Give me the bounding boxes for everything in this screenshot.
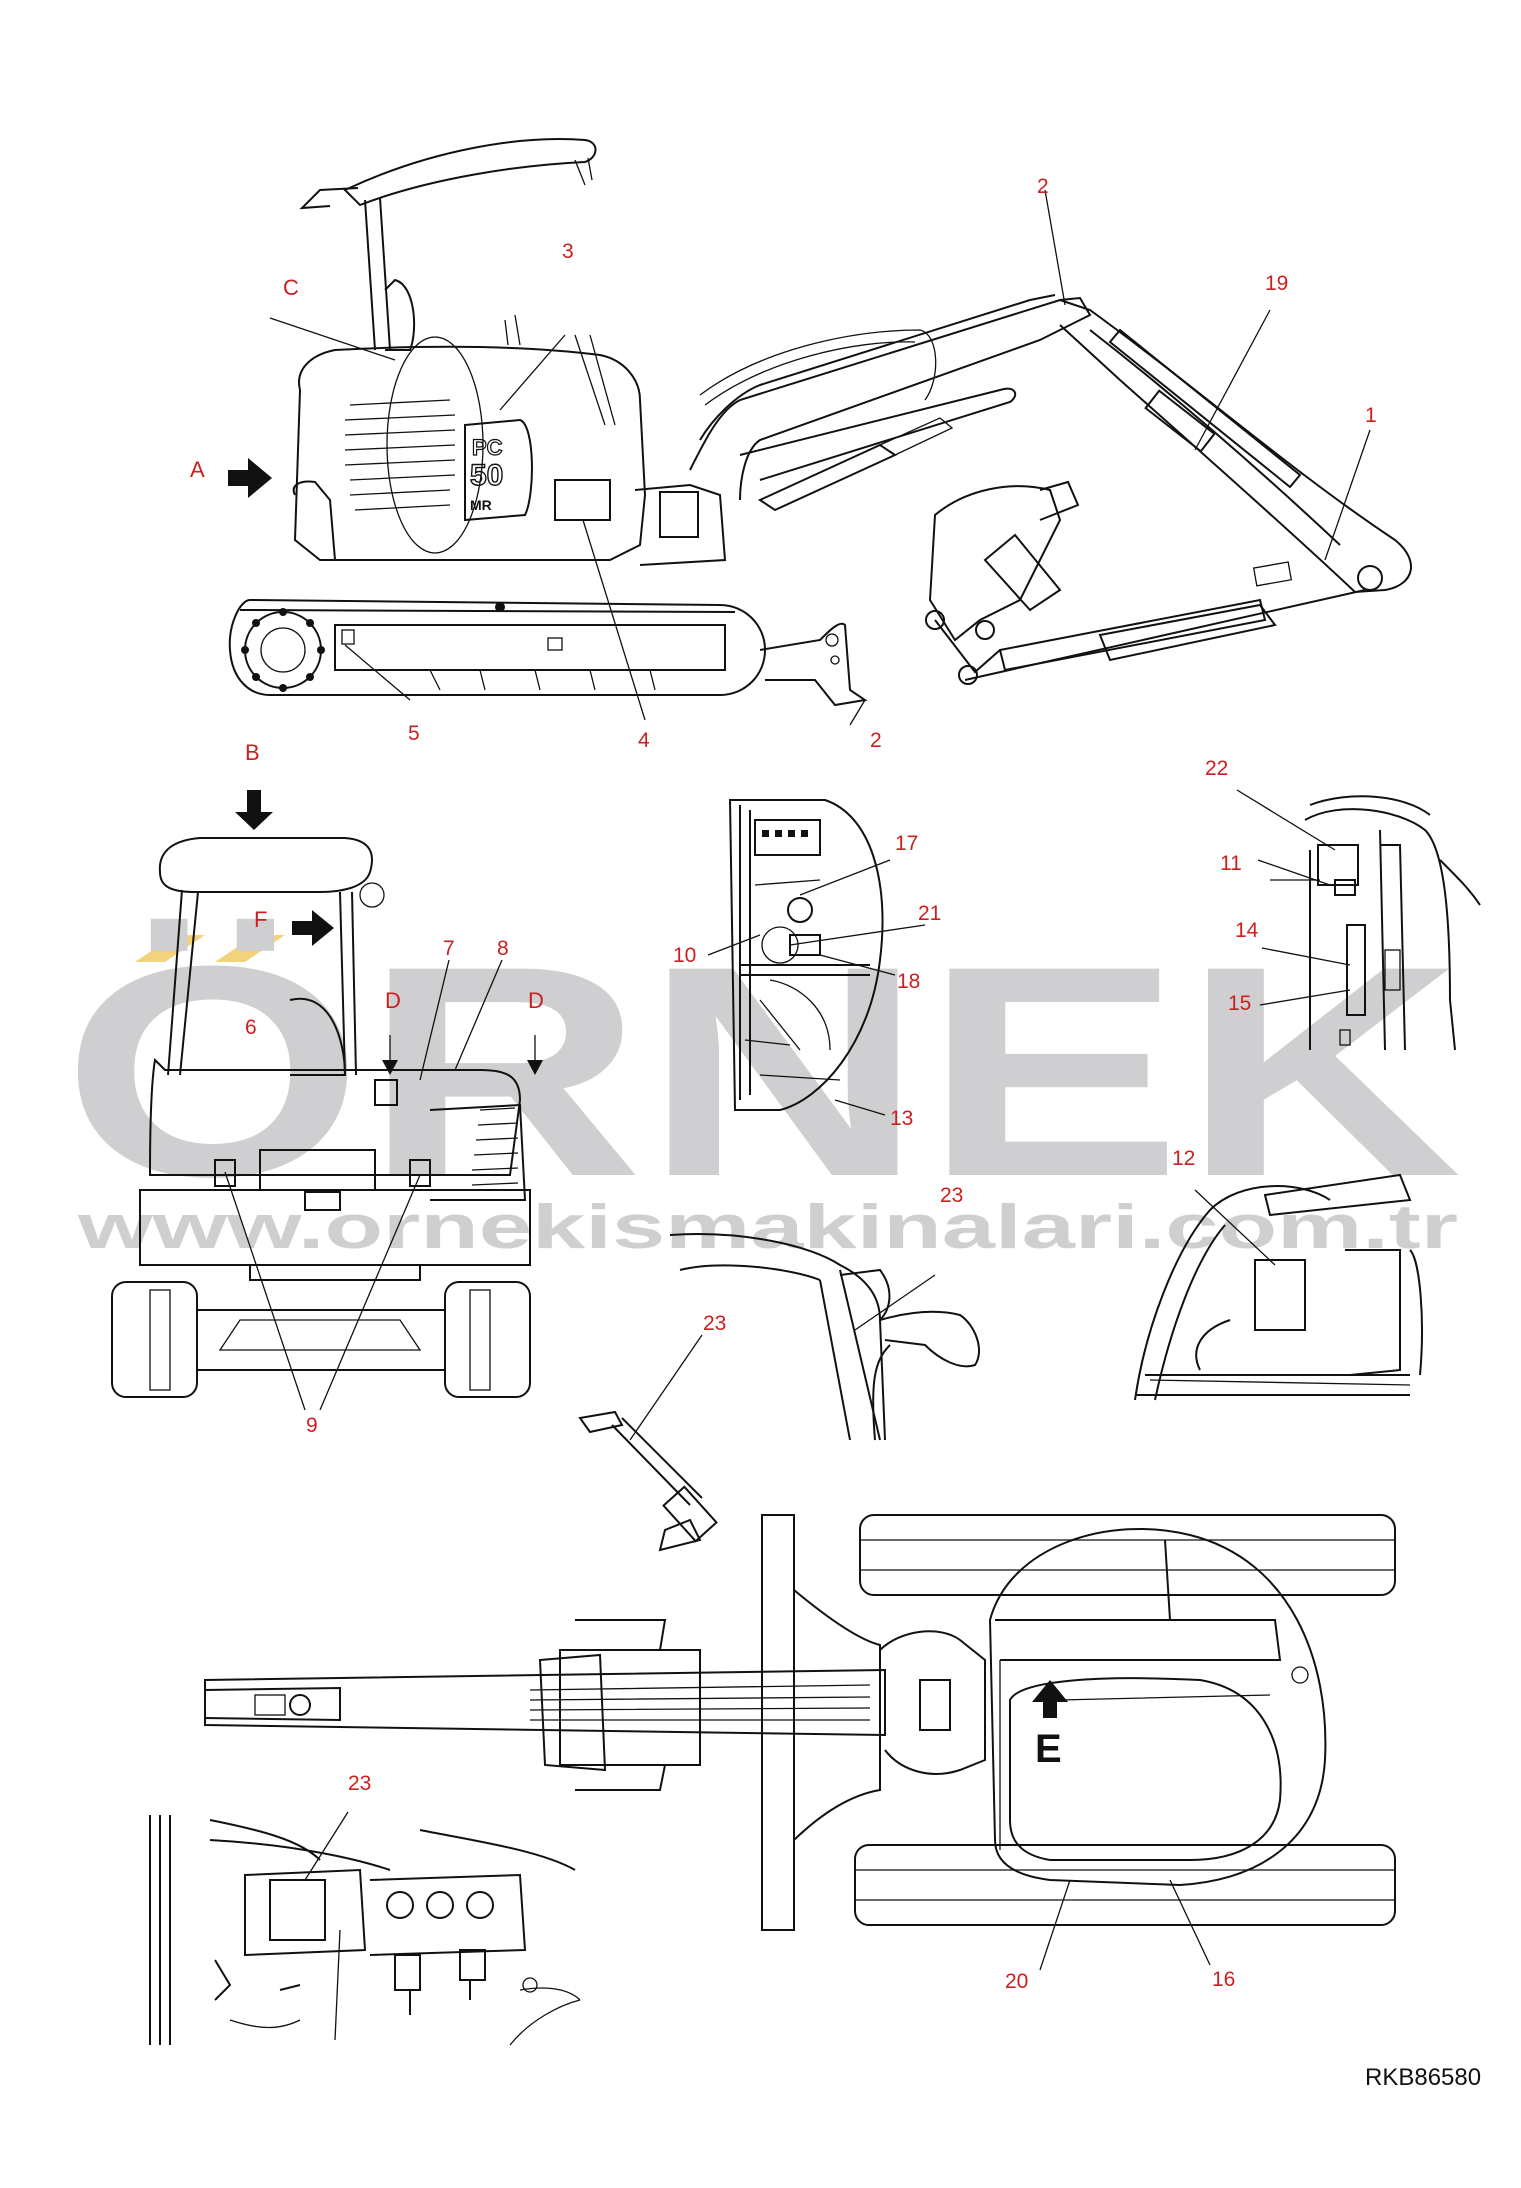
- view-label-b: B: [245, 740, 260, 765]
- view-labels: A B C D D F E: [190, 275, 1062, 1771]
- callouts: 1 2 2 3 4 5 6 7 8 9 10 11 12 13 14 15 16…: [245, 175, 1377, 1993]
- view-label-e: E: [1035, 1727, 1062, 1771]
- callout-9: 9: [306, 1414, 318, 1437]
- rear-view-excavator: [111, 790, 543, 1411]
- cab-side-detail: [1236, 789, 1481, 1051]
- callout-23: 23: [703, 1312, 726, 1335]
- view-label-c: C: [283, 275, 299, 300]
- callout-10: 10: [673, 944, 696, 967]
- callout-17: 17: [895, 832, 918, 855]
- watermark-accent: [215, 935, 285, 962]
- callout-23: 23: [940, 1184, 963, 1207]
- callout-1: 1: [1365, 404, 1377, 427]
- watermark-accent: [135, 935, 205, 962]
- callout-4: 4: [638, 729, 650, 752]
- callout-12: 12: [1172, 1147, 1195, 1170]
- callout-14: 14: [1235, 919, 1259, 942]
- callout-2: 2: [1037, 175, 1049, 198]
- callout-19: 19: [1265, 272, 1288, 295]
- view-label-d: D: [385, 988, 401, 1013]
- figure-code: RKB86580: [1365, 2064, 1481, 2091]
- callout-8: 8: [497, 937, 509, 960]
- callout-3: 3: [562, 240, 574, 263]
- model-badge-line2: 50: [470, 459, 503, 492]
- callout-20: 20: [1005, 1970, 1028, 1993]
- canopy-post-detail: [669, 1233, 980, 1441]
- side-view-excavator: PC 50 MR: [228, 138, 1412, 726]
- callout-13: 13: [890, 1107, 913, 1130]
- view-label-f: F: [254, 907, 267, 932]
- callout-15: 15: [1228, 992, 1251, 1015]
- model-badge-line1: PC: [472, 435, 503, 460]
- callout-6: 6: [245, 1016, 257, 1039]
- top-view-excavator: [204, 1514, 1396, 1971]
- model-badge-line3: MR: [470, 497, 492, 513]
- watermark: ÖRNEK www.ornekismakinalari.com.tr: [62, 903, 1462, 1262]
- callout-2: 2: [870, 729, 882, 752]
- view-label-a: A: [190, 457, 205, 482]
- battery-compartment-detail: [707, 799, 926, 1116]
- callout-23: 23: [348, 1772, 371, 1795]
- control-valve-detail: [149, 1811, 581, 2046]
- callout-18: 18: [897, 970, 920, 993]
- watermark-url: www.ornekismakinalari.com.tr: [76, 1193, 1458, 1262]
- callout-11: 11: [1220, 852, 1242, 875]
- gas-strut-detail: [578, 1334, 718, 1552]
- callout-7: 7: [443, 937, 455, 960]
- callout-21: 21: [918, 902, 941, 925]
- cab-interior-detail: [1134, 1173, 1423, 1401]
- view-label-d: D: [528, 988, 544, 1013]
- callout-16: 16: [1212, 1968, 1235, 1991]
- callout-22: 22: [1205, 757, 1228, 780]
- callout-5: 5: [408, 722, 420, 745]
